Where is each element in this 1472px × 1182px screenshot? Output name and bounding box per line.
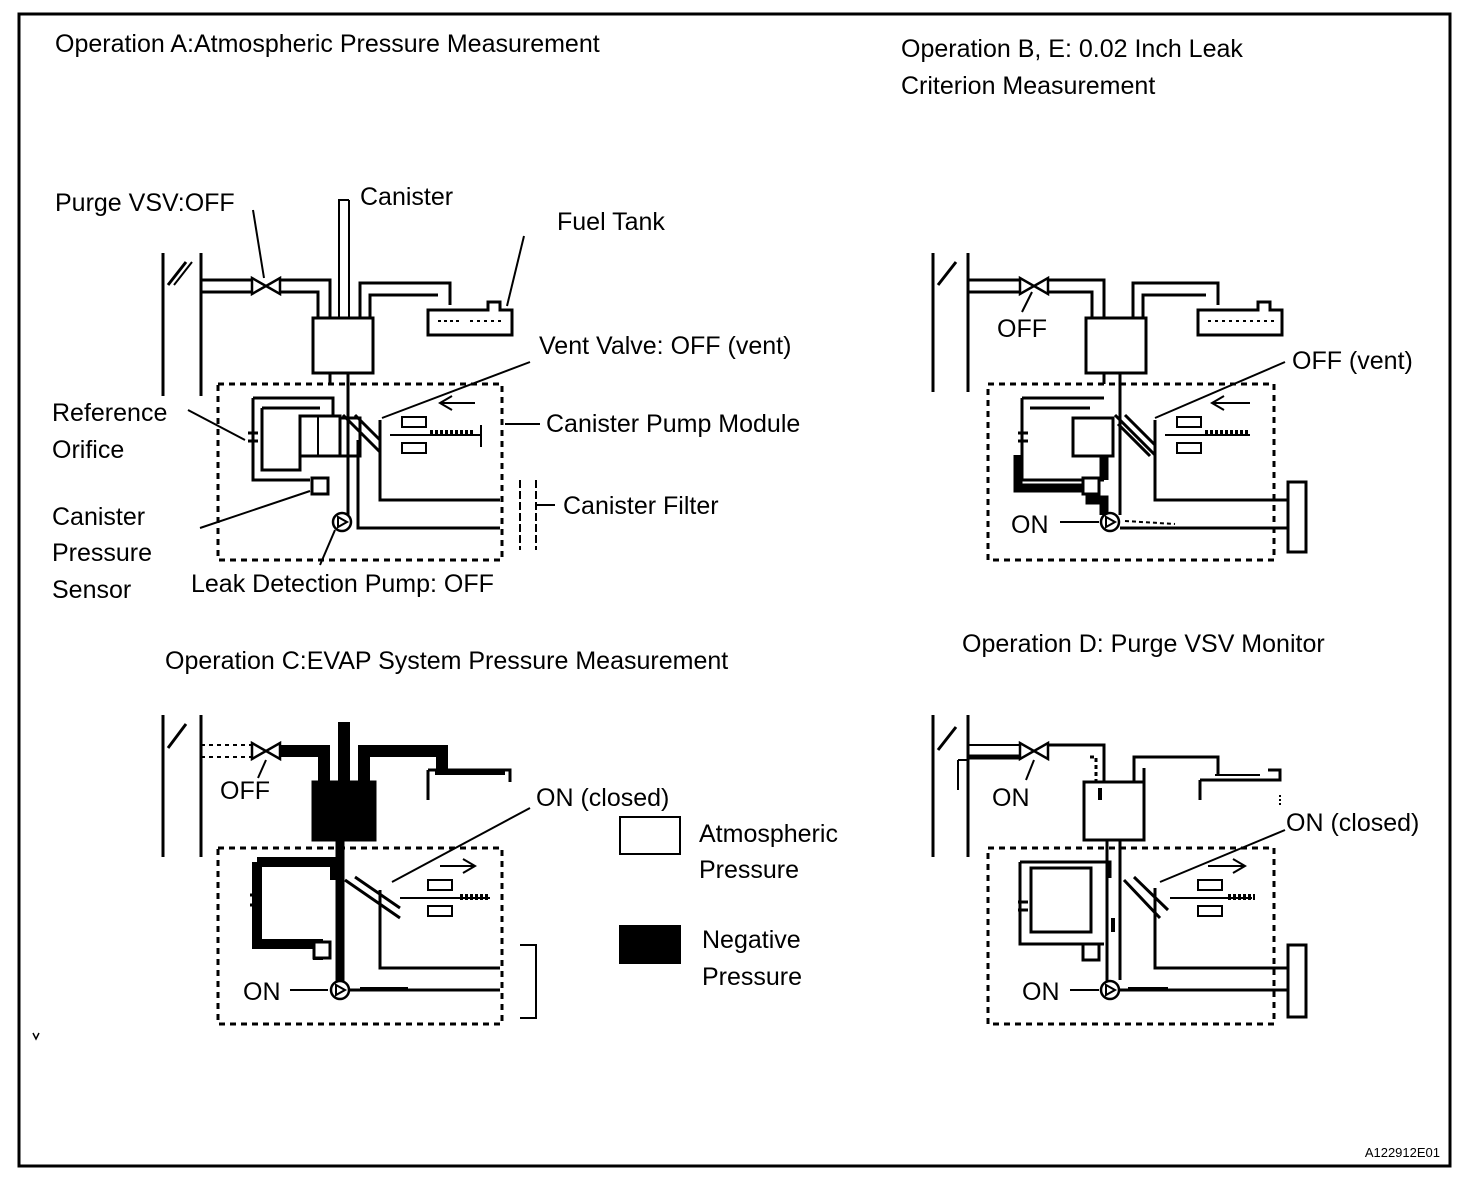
panel-b-pump-state: ON [1011,511,1049,539]
legend-atmospheric-2: Pressure [699,856,799,884]
panel-d: Operation D: Purge VSV Monitor [931,630,1419,1026]
panel-b-purge-state: OFF [997,315,1047,343]
panel-d-vent-state: ON (closed) [1286,809,1419,837]
panel-c-pump-state: ON [243,978,281,1006]
vent-valve-label: Vent Valve: OFF (vent) [539,332,791,360]
panel-c: Operation C:EVAP System Pressure Measure… [161,647,728,1026]
leak-detection-pump-label: Leak Detection Pump: OFF [191,570,494,598]
legend-negative-1: Negative [702,926,801,954]
panel-a-title: Operation A:Atmospheric Pressure Measure… [55,30,600,58]
stray-mark [32,1032,40,1041]
figure-id: A122912E01 [1365,1145,1440,1160]
panel-b-vent-state: OFF (vent) [1292,347,1413,375]
legend-atmospheric-swatch [619,816,681,855]
panel-b: Operation B, E: 0.02 Inch Leak Criterion… [901,35,1413,562]
pressure-sensor-label-3: Sensor [52,576,131,604]
diagram-border [17,12,1452,1168]
canister [311,316,375,375]
panel-c-purge-state: OFF [220,777,270,805]
pressure-sensor-label-1: Canister [52,503,145,531]
legend-negative-2: Pressure [702,963,802,991]
panel-c-title: Operation C:EVAP System Pressure Measure… [165,647,728,675]
purge-vsv-label: Purge VSV:OFF [55,189,235,217]
reference-label-1: Reference [52,399,167,427]
panel-d-pump-state: ON [1022,978,1060,1006]
legend: Atmospheric Pressure Negative Pressure [619,816,838,991]
reference-label-2: Orifice [52,436,124,464]
fuel-tank-label: Fuel Tank [557,208,665,236]
canister-label: Canister [360,183,453,211]
legend-negative-swatch [619,925,681,964]
panel-d-purge-state: ON [992,784,1030,812]
panel-b-title-line2: Criterion Measurement [901,72,1155,100]
fuel-tank [426,300,514,337]
canister-pump-module-label: Canister Pump Module [546,410,800,438]
panel-a: Operation A:Atmospheric Pressure Measure… [52,30,800,604]
pressure-sensor-label-2: Pressure [52,539,152,567]
panel-d-title: Operation D: Purge VSV Monitor [962,630,1325,658]
canister-filter-label: Canister Filter [563,492,719,520]
panel-c-vent-state: ON (closed) [536,784,669,812]
panel-b-title-line1: Operation B, E: 0.02 Inch Leak [901,35,1243,63]
legend-atmospheric-1: Atmospheric [699,820,838,848]
